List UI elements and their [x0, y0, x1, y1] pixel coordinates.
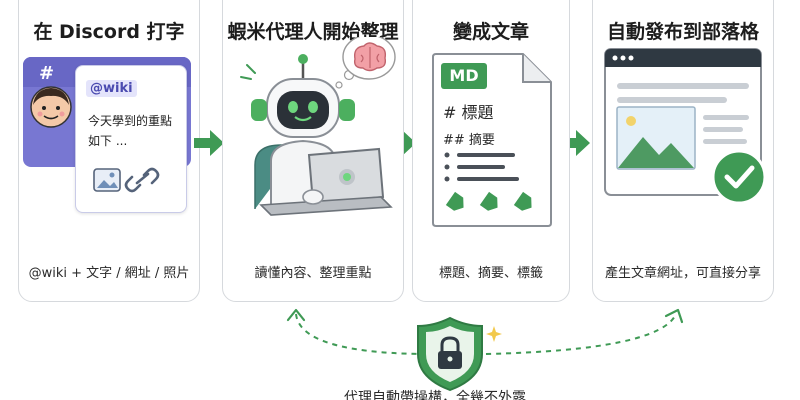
step-card-discord: 在 Discord 打字 # @wiki 今天學到的重點 如下 ... [18, 0, 200, 302]
browser-window-icon [604, 48, 767, 205]
step-caption: 標題、摘要、標籤 [438, 266, 543, 281]
link-icon [124, 167, 160, 193]
image-icon [93, 168, 121, 192]
loop-arrow-icon [286, 308, 684, 392]
step-card-publish: 自動發布到部落格 產生文章網址，可直接分享 [592, 0, 774, 302]
footer-caption: 代理自動帶操構，全幾不外露 [344, 390, 526, 400]
markdown-badge: MD [441, 63, 487, 89]
robot-icon [240, 37, 396, 216]
step-caption: @wiki + 文字 / 網址 / 照片 [28, 266, 190, 281]
step-caption: 讀懂內容、整理重點 [254, 266, 372, 281]
step-caption: 產生文章網址，可直接分享 [604, 266, 761, 281]
markdown-document-icon: MD # 標題 ## 摘要 [431, 53, 553, 227]
arrow-right-icon [560, 130, 590, 156]
channel-hash-icon: # [39, 63, 55, 84]
attachment-icons [93, 167, 160, 193]
step-card-article: 變成文章 MD # 標題 ## 摘要 標題、摘要、標籤 [412, 0, 570, 302]
shield-lock-icon [417, 316, 483, 392]
avatar-icon [30, 86, 72, 128]
chat-message-bubble: @wiki 今天學到的重點 如下 ... [75, 65, 187, 213]
step-card-agent: 蝦米代理人開始整理 [222, 0, 404, 302]
doc-heading-1: # 標題 [443, 103, 494, 122]
arrow-right-icon [194, 130, 224, 156]
wiki-mention: @wiki [86, 80, 137, 97]
step-title: 自動發布到部落格 [606, 21, 759, 43]
step-title: 變成文章 [452, 21, 529, 43]
laptop-icon [259, 147, 393, 216]
check-icon [711, 149, 767, 205]
tag-icon [445, 191, 532, 211]
message-line-1: 今天學到的重點 [88, 114, 173, 128]
document-outline [432, 53, 552, 227]
message-line-2: 如下 ... [88, 134, 128, 148]
step-title: 在 Discord 打字 [33, 21, 185, 43]
sparkle-icon [486, 326, 502, 342]
brain-icon [335, 37, 396, 89]
doc-heading-2: ## 摘要 [443, 133, 495, 148]
